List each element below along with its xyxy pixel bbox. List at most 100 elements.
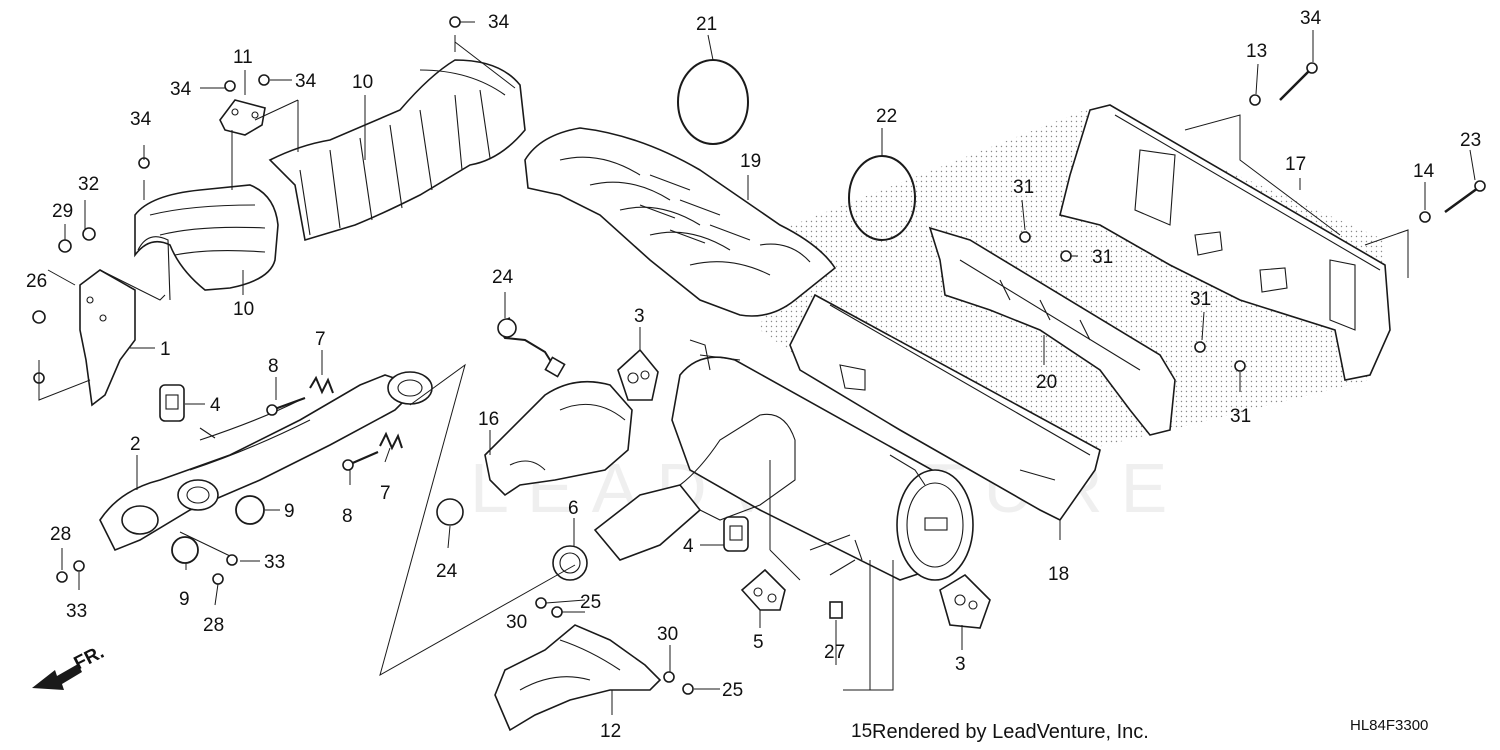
callout-7: 7 xyxy=(380,483,391,504)
callout-31: 31 xyxy=(1092,247,1113,268)
part-24-bolt-a[interactable] xyxy=(535,597,547,609)
part-30-washer-a[interactable] xyxy=(551,606,563,618)
callout-34: 34 xyxy=(295,71,317,92)
part-21-clamp-upper[interactable] xyxy=(677,59,749,145)
callout-24: 25 xyxy=(722,680,743,701)
part-17-heat-guard[interactable] xyxy=(134,184,279,301)
callout-34: 34 xyxy=(170,79,192,100)
callout-1: 1 xyxy=(160,339,171,360)
callout-21: 21 xyxy=(696,14,717,35)
callout-29: 29 xyxy=(52,201,73,222)
part-4-mount-rubber-a[interactable] xyxy=(159,384,185,422)
part-3-mount-rubber-a[interactable] xyxy=(617,348,659,401)
diagram-code: HL84F3300 xyxy=(1350,717,1428,734)
part-8-bolt-b[interactable] xyxy=(342,450,379,471)
callout-5: 5 xyxy=(753,632,764,653)
callout-3: 3 xyxy=(955,654,966,675)
callout-32: 32 xyxy=(78,174,99,195)
part-31-washer-d[interactable] xyxy=(1234,360,1246,372)
callout-34: 34 xyxy=(488,12,510,33)
part-31-washer-a[interactable] xyxy=(1019,231,1031,243)
part-33-washer-b[interactable] xyxy=(226,554,238,566)
callout-33: 33 xyxy=(264,552,285,573)
part-20-lower-protector[interactable] xyxy=(494,624,662,732)
callout-9: 9 xyxy=(284,501,295,522)
part-13-rear-heat-shield[interactable] xyxy=(1059,104,1391,381)
part-18-heat-shield[interactable] xyxy=(268,59,526,242)
callout-27: 27 xyxy=(824,642,845,663)
part-31-washer-c[interactable] xyxy=(1194,341,1206,353)
callout-28: 28 xyxy=(50,524,71,545)
callout-8: 8 xyxy=(342,506,353,527)
part-28-nut-a[interactable] xyxy=(56,571,68,583)
part-28-nut-b[interactable] xyxy=(212,573,224,585)
part-12-joint-protector[interactable] xyxy=(484,380,633,497)
part-34-bolt-c[interactable] xyxy=(258,74,270,86)
callout-12: 16 xyxy=(478,409,499,430)
callout-14: 18 xyxy=(1048,564,1069,585)
callout-11: 15 xyxy=(851,721,872,742)
part-4-mount-rubber-b[interactable] xyxy=(723,516,749,552)
callout-16: 20 xyxy=(1036,372,1057,393)
callout-21: 22 xyxy=(876,106,897,127)
footer-credit: Rendered by LeadVenture, Inc. xyxy=(872,721,1149,743)
part-11-muffler[interactable] xyxy=(593,339,974,581)
part-23-clamp[interactable] xyxy=(436,498,464,526)
callout-20: 12 xyxy=(600,721,621,742)
part-25-bolt-b[interactable] xyxy=(1444,180,1486,214)
part-7-spring-a[interactable] xyxy=(309,375,334,395)
callout-23: 24 xyxy=(436,561,458,582)
callout-13: 17 xyxy=(1285,154,1306,175)
part-9-gasket-a[interactable] xyxy=(235,495,265,525)
part-32-bolt[interactable] xyxy=(82,227,96,241)
part-10-washer-a[interactable] xyxy=(1249,94,1261,106)
callout-6: 6 xyxy=(568,498,579,519)
part-27-plug[interactable] xyxy=(829,601,843,619)
part-16-heat-shield-bracket[interactable] xyxy=(928,226,1176,436)
part-34-bolt-b[interactable] xyxy=(224,80,236,92)
front-direction-indicator: FR. xyxy=(32,642,108,690)
callout-19: 11 xyxy=(233,47,253,68)
part-34-bolt-a[interactable] xyxy=(449,16,461,28)
callout-9: 9 xyxy=(179,589,190,610)
part-22-sensor[interactable] xyxy=(497,317,566,378)
part-3-mount-rubber-b[interactable] xyxy=(939,573,991,629)
part-29-washer[interactable] xyxy=(58,239,72,253)
callout-25: 23 xyxy=(1460,130,1481,151)
part-33-washer-a[interactable] xyxy=(73,560,85,572)
callout-2: 2 xyxy=(130,434,141,455)
callout-10: 13 xyxy=(1246,41,1267,62)
part-26-nut[interactable] xyxy=(32,310,46,324)
part-2-exhaust-pipe[interactable] xyxy=(99,371,433,552)
callout-18: 10 xyxy=(352,72,373,93)
part-1-bracket[interactable] xyxy=(79,269,166,407)
part-9-gasket-b[interactable] xyxy=(171,536,199,564)
callout-31: 31 xyxy=(1013,177,1034,198)
callout-34: 34 xyxy=(130,109,152,130)
part-6-gasket[interactable] xyxy=(552,545,588,581)
part-31-washer-b[interactable] xyxy=(1060,250,1072,262)
callout-33: 33 xyxy=(66,601,87,622)
part-7-spring-b[interactable] xyxy=(379,431,403,451)
callout-22: 24 xyxy=(492,267,514,288)
part-15-muffler-protector[interactable] xyxy=(524,127,837,317)
part-24-bolt-b[interactable] xyxy=(682,683,694,695)
callout-25: 34 xyxy=(1300,8,1322,29)
part-19-bracket[interactable] xyxy=(219,99,266,136)
callout-8: 8 xyxy=(268,356,279,377)
callout-31: 31 xyxy=(1230,406,1251,427)
part-10-washer-b[interactable] xyxy=(1419,211,1431,223)
callout-28: 28 xyxy=(203,615,224,636)
callout-31: 31 xyxy=(1190,289,1211,310)
part-30-washer-b[interactable] xyxy=(663,671,675,683)
part-25-bolt-a[interactable] xyxy=(1279,62,1318,101)
part-5-mount-bracket[interactable] xyxy=(740,568,786,611)
callout-3: 3 xyxy=(634,306,645,327)
callout-15: 19 xyxy=(740,151,761,172)
leader-lines xyxy=(38,21,1476,715)
callout-17: 10 xyxy=(233,299,254,320)
callout-10: 14 xyxy=(1413,161,1435,182)
callout-labels: 34 34 34 34 11 10 32 29 26 10 1 4 2 7 8 … xyxy=(26,8,1481,742)
part-8-bolt-a[interactable] xyxy=(266,396,306,416)
